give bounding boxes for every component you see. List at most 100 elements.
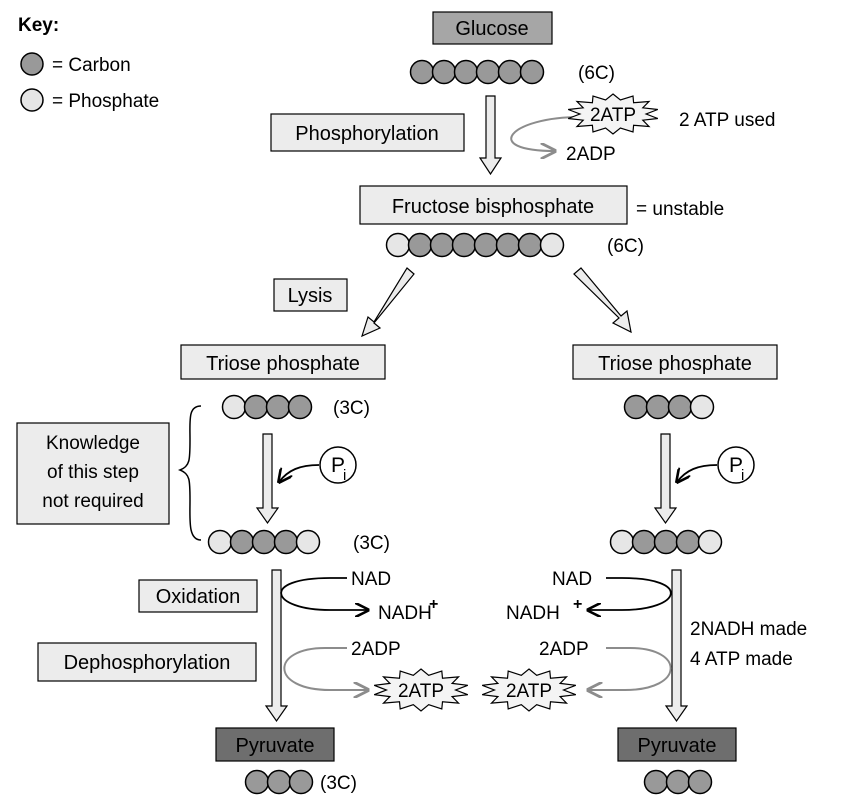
atp-top-label: 2ATP (590, 105, 636, 126)
fructose-carbon-count: (6C) (607, 236, 644, 257)
nadh-left-plus: + (429, 596, 438, 613)
carbon-atom (519, 59, 545, 85)
pyruvate-right-chain (643, 769, 713, 795)
adp-left-curve (283, 647, 368, 690)
carbon-atom (665, 769, 691, 795)
triose-phosphate-right-box (572, 344, 778, 380)
carbon-atom (473, 232, 499, 258)
atp-made-label: 4 ATP made (690, 649, 793, 670)
pi-right-arrow (677, 464, 718, 482)
atp-made-left-burst (373, 668, 469, 712)
pi-right-down-arrow (653, 433, 678, 525)
carbon-atom (495, 232, 521, 258)
pi-left-circle (319, 446, 357, 484)
phosphorylation-label: Phosphorylation (295, 123, 438, 145)
adp-right-label: 2ADP (539, 639, 589, 660)
carbon-atom (475, 59, 501, 85)
carbon-atom (251, 529, 277, 555)
lysis-label: Lysis (288, 285, 333, 307)
unstable-label: = unstable (636, 199, 724, 220)
knowledge-line-3: not required (42, 491, 143, 512)
nad-left-curve (280, 577, 368, 610)
carbon-atom (243, 394, 269, 420)
key-phosphate-circle (20, 88, 44, 112)
dephosphorylation-box (37, 642, 257, 682)
carbon-atom (687, 769, 713, 795)
glucose-carbon-count: (6C) (578, 63, 615, 84)
lysis-left-arrow (361, 267, 415, 338)
glucose-box (432, 11, 553, 45)
atp-bottom-right-label: 2ATP (506, 681, 552, 702)
knowledge-box (16, 422, 170, 525)
carbon-atom (229, 529, 255, 555)
adp-left-label: 2ADP (351, 639, 401, 660)
pyruvate-left-label: Pyruvate (236, 735, 315, 757)
atp-used-label: 2 ATP used (679, 110, 775, 131)
phosphate-group (385, 232, 411, 258)
bisphosphoglycerate-left-chain (207, 529, 321, 555)
carbon-atom (517, 232, 543, 258)
nad-right-curve (588, 577, 672, 610)
carbon-atom (431, 59, 457, 85)
key-carbon-circle (20, 52, 44, 76)
lysis-right-arrow (573, 267, 632, 334)
phosphate-group (697, 529, 723, 555)
fructose-bisphosphate-box (359, 185, 628, 225)
carbon-atom (407, 232, 433, 258)
atp-to-adp-curve (510, 116, 581, 151)
pyruvate-left-down-arrow (264, 569, 289, 723)
phosphate-group (295, 529, 321, 555)
pi-left-i: i (343, 467, 346, 484)
dephosphorylation-label: Dephosphorylation (64, 652, 231, 674)
carbon-atom (451, 232, 477, 258)
carbon-atom (429, 232, 455, 258)
pyruvate-left-chain (244, 769, 314, 795)
pyruvate-carbon-count: (3C) (320, 773, 357, 794)
atp-used-burst (567, 93, 659, 135)
carbon-atom (643, 769, 669, 795)
carbon-atom (631, 529, 657, 555)
carbon-atom (497, 59, 523, 85)
carbon-atom (453, 59, 479, 85)
carbon-atom (244, 769, 270, 795)
lysis-box (273, 278, 348, 312)
phosphate-group (207, 529, 233, 555)
carbon-atom (653, 529, 679, 555)
phosphate-group (689, 394, 715, 420)
knowledge-brace (177, 405, 202, 541)
adp-right-curve (588, 647, 672, 690)
carbon-atom (288, 769, 314, 795)
fructose-bisphosphate-chain (385, 232, 565, 258)
carbon-atom (287, 394, 313, 420)
key-legend: Key: = Carbon = Phosphate (18, 15, 159, 112)
key-title: Key: (18, 15, 59, 36)
pyruvate-left-box (215, 727, 335, 762)
pyruvate-right-down-arrow (664, 569, 689, 723)
fructose-bisphosphate-label: Fructose bisphosphate (392, 196, 594, 218)
key-carbon-label: = Carbon (52, 55, 131, 76)
carbon-atom (667, 394, 693, 420)
bisphosphoglycerate-carbon-count: (3C) (353, 533, 390, 554)
nadh-left-label: NADH (378, 603, 432, 624)
key-phosphate-label: = Phosphate (52, 91, 159, 112)
atp-bottom-left-label: 2ATP (398, 681, 444, 702)
carbon-atom (409, 59, 435, 85)
knowledge-line-1: Knowledge (46, 433, 140, 454)
triose-phosphate-left-box (180, 344, 386, 380)
carbon-atom (273, 529, 299, 555)
pi-left-down-arrow (255, 433, 280, 525)
phosphate-group (539, 232, 565, 258)
pi-right-p: P (729, 454, 743, 477)
triose-carbon-count: (3C) (333, 398, 370, 419)
glucose-chain (409, 59, 545, 85)
oxidation-label: Oxidation (156, 586, 241, 608)
triose-phosphate-right-label: Triose phosphate (598, 353, 752, 375)
pyruvate-right-label: Pyruvate (638, 735, 717, 757)
triose-left-chain (221, 394, 313, 420)
glucose-label: Glucose (455, 18, 528, 40)
nadh-right-label: NADH (506, 603, 560, 624)
knowledge-line-2: of this step (47, 462, 139, 483)
bisphosphoglycerate-right-chain (609, 529, 723, 555)
atp-made-right-burst (481, 668, 577, 712)
